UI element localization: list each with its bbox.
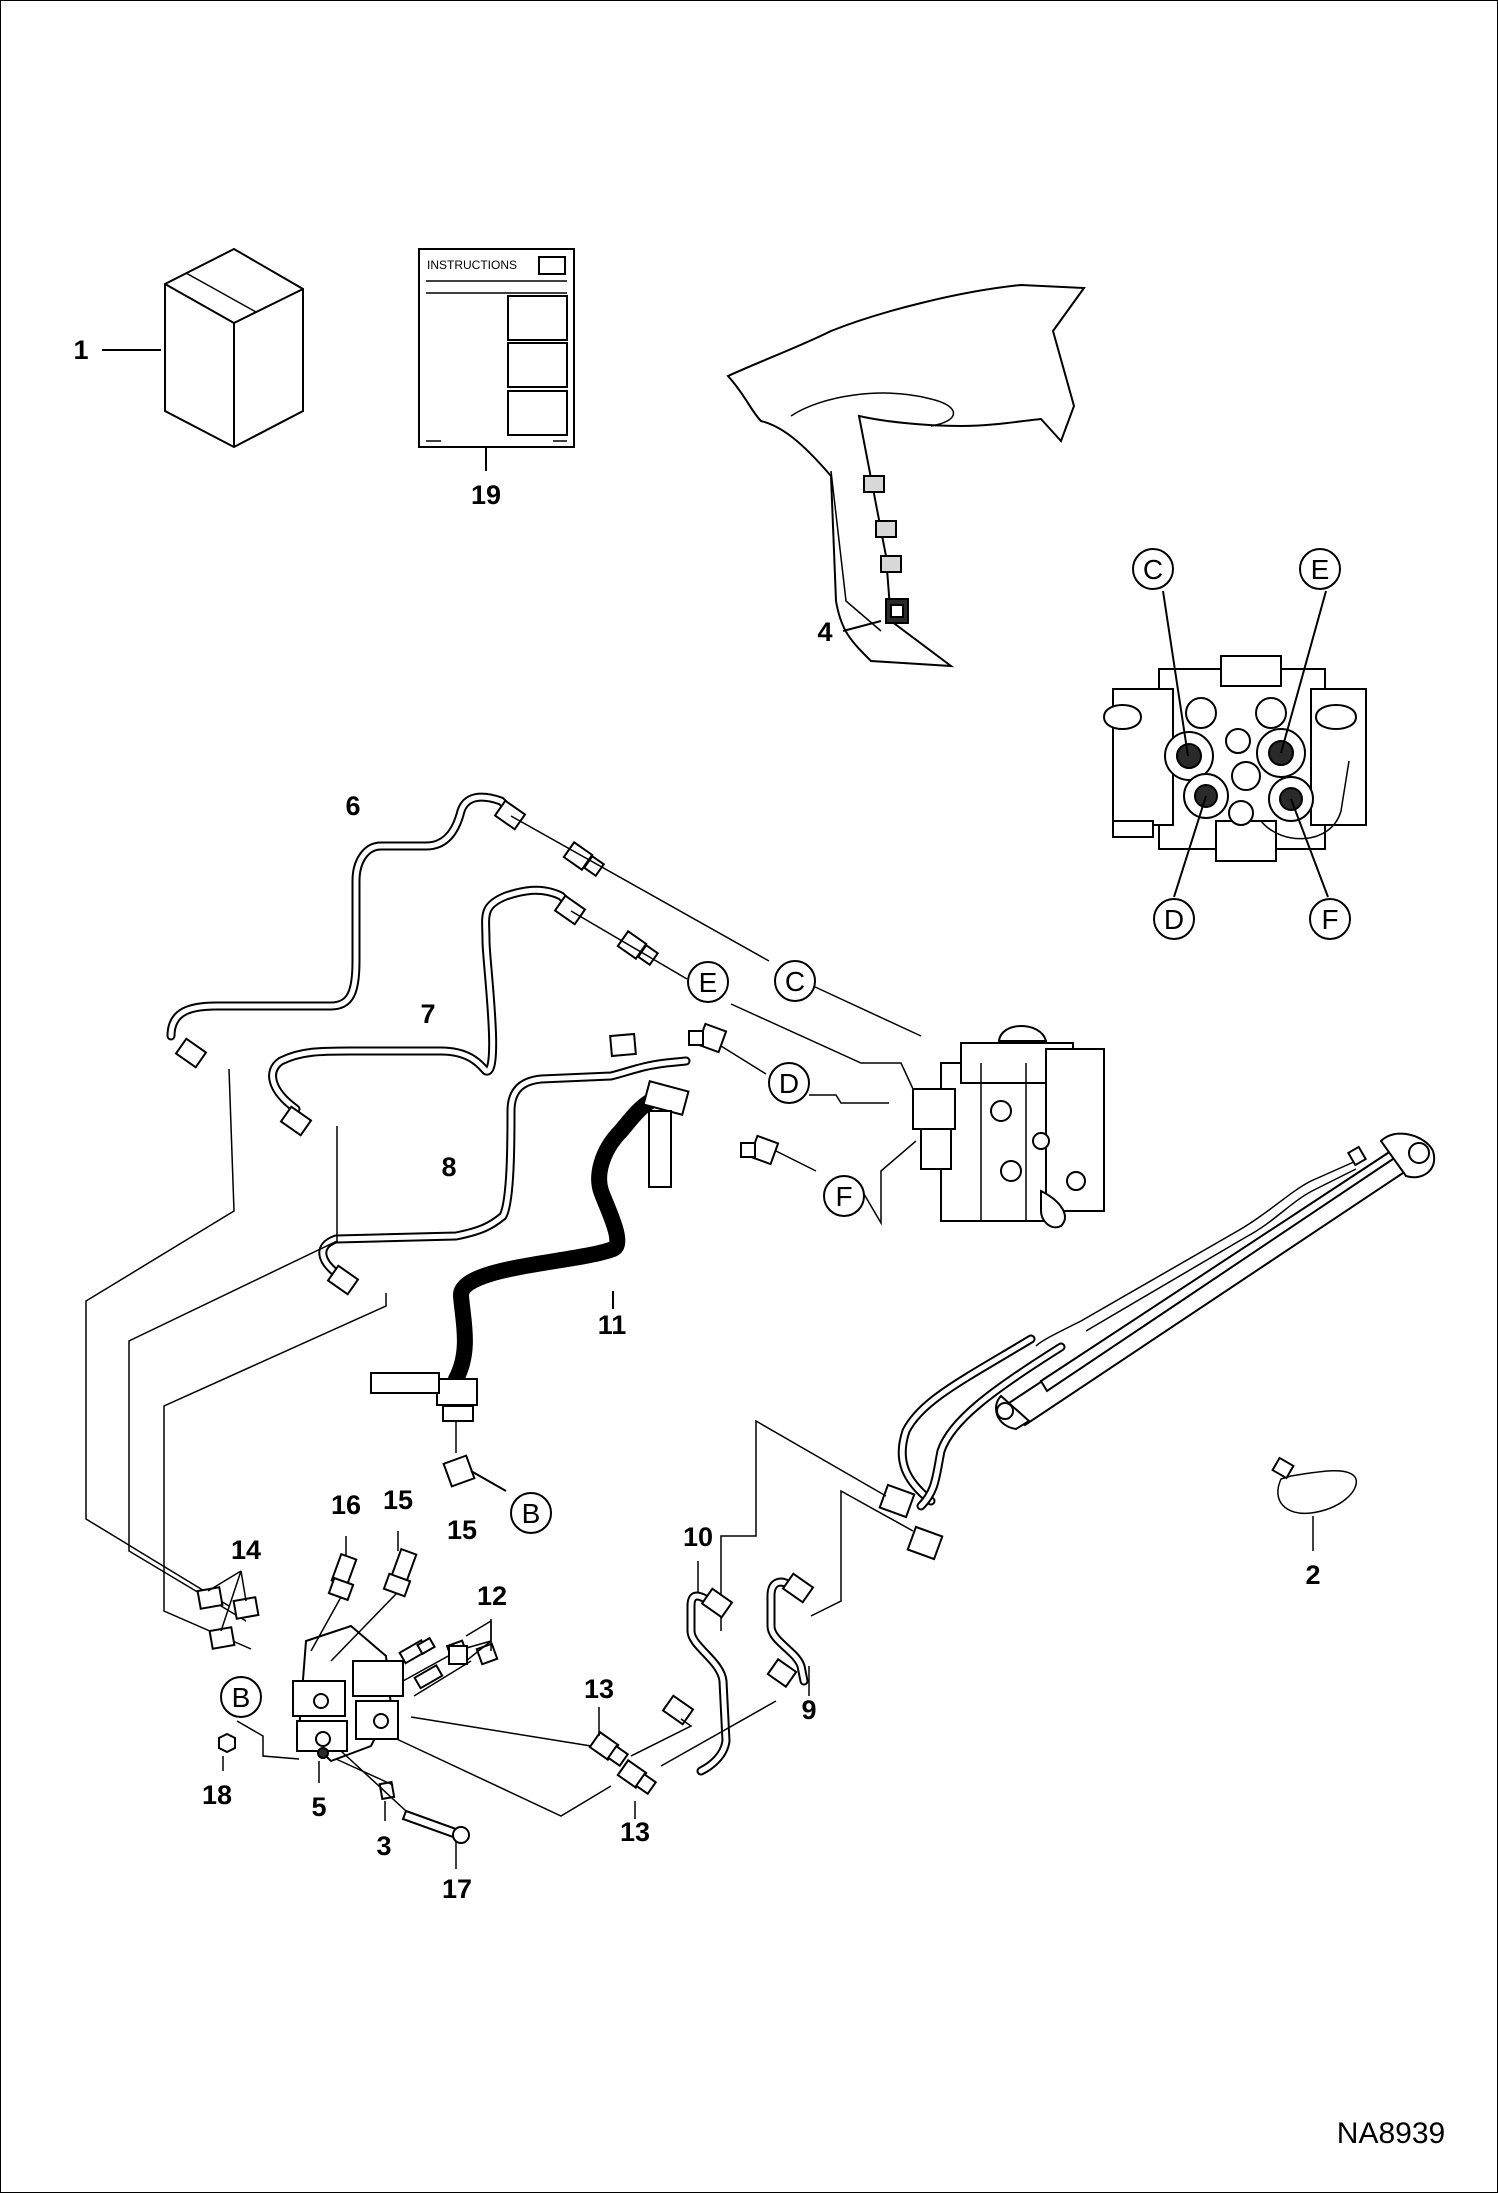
callout-e-label: E [699, 967, 718, 998]
kit-box [102, 247, 304, 449]
detail-f-circle [1309, 898, 1351, 940]
part-2-label: 2 [1305, 1560, 1320, 1590]
callout-c-circle [774, 960, 816, 1002]
part-15-upper-label: 15 [383, 1485, 413, 1515]
part-15-lower-label: 15 [447, 1515, 477, 1545]
instructions-sheet [418, 248, 575, 471]
detail-d-label: D [1164, 904, 1184, 935]
tube-7 [268, 885, 587, 1137]
fittings-13 [385, 1700, 777, 1819]
part-11-label: 11 [598, 1310, 627, 1340]
valve-5-assembly [196, 1531, 499, 1869]
callout-b-left-label: B [232, 1682, 251, 1713]
cylinder-leader-lines [720, 1419, 914, 1631]
fittings-12 [448, 1619, 492, 1665]
part-19-label: 19 [471, 480, 501, 510]
tube-8 [318, 1032, 691, 1296]
cable-tie [1271, 1456, 1357, 1551]
part-number-labels: INSTRUCTIONS 1 19 4 6 7 8 11 15 2 10 9 1… [73, 258, 1320, 1904]
control-handle [726, 283, 1086, 668]
part-1-label: 1 [73, 335, 88, 365]
callout-b-right-circle [510, 1492, 552, 1534]
tube-6 [166, 792, 527, 1069]
main-valve [912, 1025, 1105, 1229]
part-4-label: 4 [817, 617, 832, 647]
valve-detail [1102, 590, 1367, 898]
hose-11 [370, 1080, 690, 1492]
callout-b-left-circle [220, 1676, 262, 1718]
tube-leader-lines [85, 815, 922, 1650]
part-18-label: 18 [202, 1780, 232, 1810]
tube-10 [661, 1561, 734, 1776]
callout-b-right-label: B [522, 1498, 541, 1529]
detail-c-circle [1132, 548, 1174, 590]
instructions-title: INSTRUCTIONS [427, 258, 517, 272]
part-13-lower-label: 13 [620, 1817, 650, 1847]
drawing-id: NA8939 [1337, 2117, 1445, 2150]
callout-f-circle [823, 1175, 865, 1217]
part-10-label: 10 [683, 1522, 713, 1552]
part-9-label: 9 [801, 1695, 816, 1725]
part-14-label: 14 [231, 1535, 261, 1565]
callout-d-circle [768, 1062, 810, 1104]
part-5-label: 5 [311, 1792, 326, 1822]
detail-e-label: E [1311, 554, 1330, 585]
tube-fittings [562, 840, 780, 1166]
hydraulic-cylinder [878, 1132, 1436, 1561]
callout-c-label: C [785, 966, 805, 997]
callout-f-label: F [835, 1181, 852, 1212]
detail-f-label: F [1321, 904, 1338, 935]
part-12-label: 12 [477, 1581, 507, 1611]
part-8-label: 8 [441, 1152, 456, 1182]
detail-c-label: C [1143, 554, 1163, 585]
detail-d-circle [1153, 898, 1195, 940]
part-7-label: 7 [420, 999, 435, 1029]
detail-e-circle [1299, 548, 1341, 590]
part-16-label: 16 [331, 1490, 361, 1520]
callout-e-circle [687, 961, 729, 1003]
part-6-label: 6 [345, 791, 360, 821]
part-13-upper-label: 13 [584, 1674, 614, 1704]
part-3-label: 3 [376, 1831, 391, 1861]
port-callouts: C E D F C E D F B B [220, 548, 1351, 1718]
callout-d-label: D [779, 1068, 799, 1099]
part-17-label: 17 [442, 1874, 472, 1904]
tube-9 [766, 1572, 815, 1696]
